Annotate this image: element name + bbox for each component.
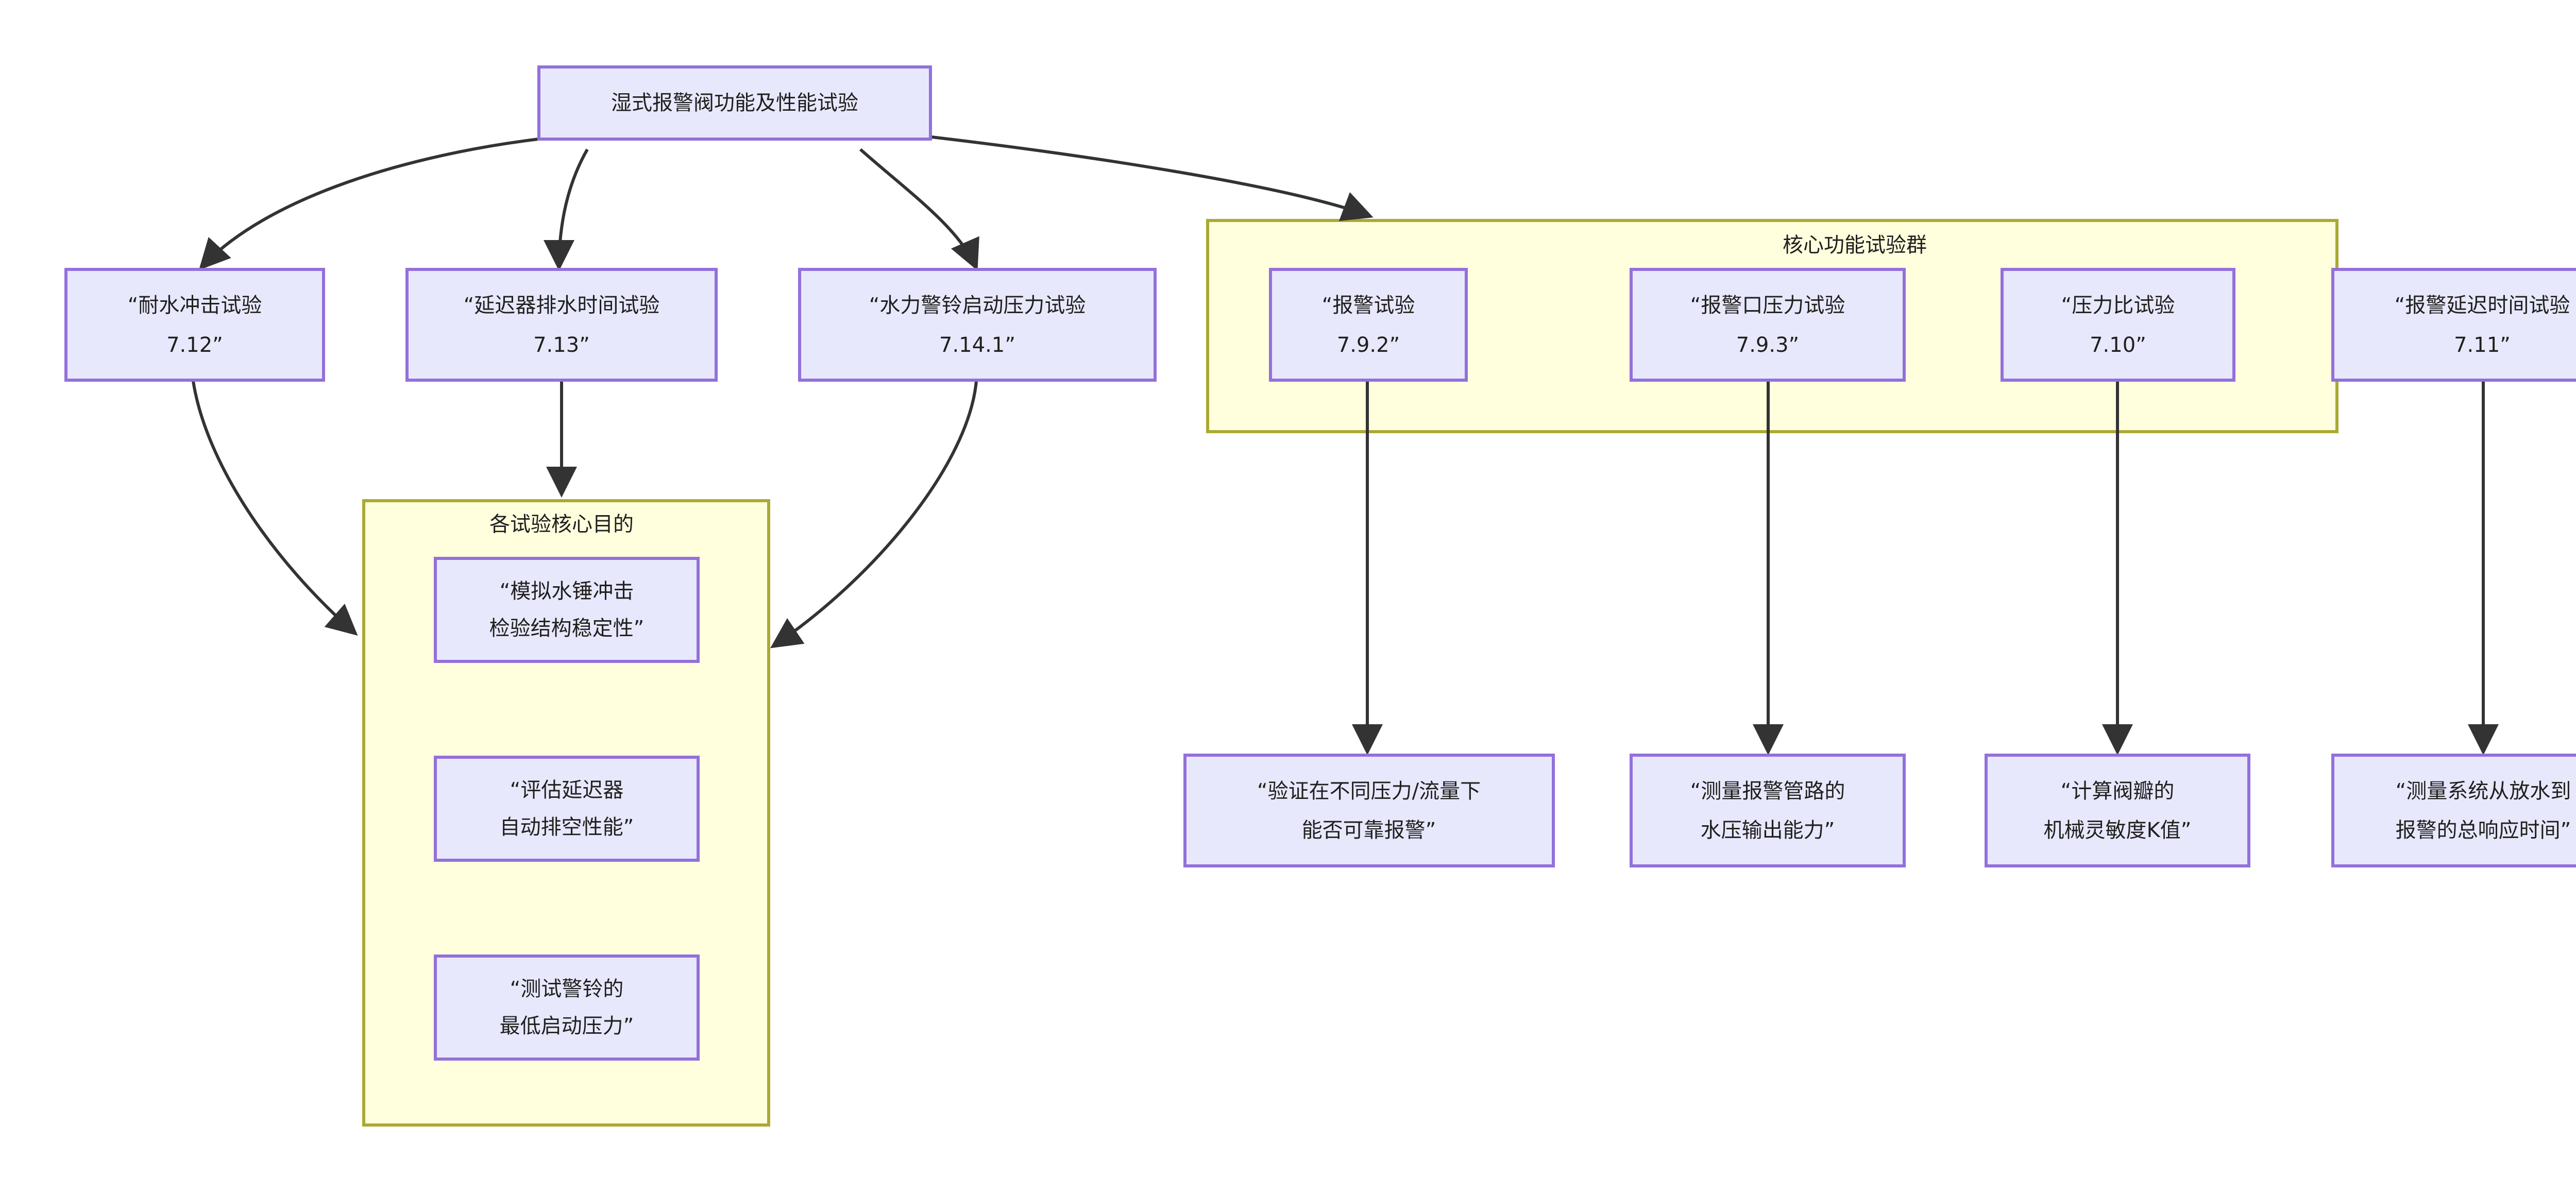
node-test-7-9-2[interactable]: “报警试验 7.9.2” — [1269, 268, 1468, 382]
node-t792-line-2: 7.9.2” — [1337, 333, 1400, 357]
cluster-core-label: 核心功能试验群 — [1783, 233, 1927, 257]
node-t7141-line-2: 7.14.1” — [939, 333, 1015, 357]
node-outcome-7-9-3[interactable]: “测量报警管路的 水压输出能力” — [1630, 754, 1906, 867]
node-purpose-7-13[interactable]: “评估延迟器 自动排空性能” — [434, 756, 700, 862]
node-o711-line-2: 报警的总响应时间” — [2396, 819, 2571, 842]
node-o711-rect[interactable] — [2331, 754, 2576, 867]
edge-root-to-t713 — [544, 148, 589, 271]
node-t7141-line-1: “水力警铃启动压力试验 — [869, 294, 1086, 317]
edge-root-to-cluster-core — [927, 135, 1374, 221]
node-o792-line-1: “验证在不同压力/流量下 — [1257, 779, 1481, 803]
node-purpose-7-12[interactable]: “模拟水锤冲击 检验结构稳定性” — [434, 557, 700, 663]
node-t792-rect[interactable] — [1269, 268, 1468, 382]
node-t712-line-2: 7.12” — [166, 333, 223, 357]
node-t712-rect[interactable] — [64, 268, 325, 382]
node-o792-line-2: 能否可靠报警” — [1302, 819, 1436, 842]
node-p713-rect[interactable] — [434, 756, 700, 862]
node-t710-line-1: “压力比试验 — [2061, 294, 2175, 317]
node-t793-rect[interactable] — [1630, 268, 1906, 382]
node-t792-line-1: “报警试验 — [1322, 294, 1415, 317]
node-p713-line-1: “评估延迟器 — [510, 778, 624, 802]
node-t711-rect[interactable] — [2331, 268, 2576, 382]
edge-t712-to-p712 — [192, 381, 358, 636]
node-t711-line-1: “报警延迟时间试验 — [2395, 294, 2570, 317]
node-t710-line-2: 7.10” — [2090, 333, 2146, 357]
node-t793-line-2: 7.9.3” — [1736, 333, 1800, 357]
node-o710-line-1: “计算阀瓣的 — [2061, 779, 2175, 803]
cluster-purpose-label: 各试验核心目的 — [489, 513, 634, 536]
node-test-7-9-3[interactable]: “报警口压力试验 7.9.3” — [1630, 268, 1906, 382]
node-o792-rect[interactable] — [1183, 754, 1555, 867]
node-o793-line-1: “测量报警管路的 — [1690, 779, 1845, 803]
node-p712-rect[interactable] — [434, 557, 700, 663]
node-o710-rect[interactable] — [1985, 754, 2250, 867]
node-test-7-12[interactable]: “耐水冲击试验 7.12” — [64, 268, 325, 382]
edge-group — [192, 135, 2499, 755]
node-purpose-7-14-1[interactable]: “测试警铃的 最低启动压力” — [434, 955, 700, 1061]
node-t713-line-2: 7.13” — [533, 333, 590, 357]
node-t711-line-2: 7.11” — [2454, 333, 2511, 357]
edge-t7141-to-p7141 — [770, 381, 978, 649]
node-test-7-10[interactable]: “压力比试验 7.10” — [2001, 268, 2235, 382]
node-o710-line-2: 机械灵敏度K值” — [2044, 819, 2192, 842]
node-t793-line-1: “报警口压力试验 — [1690, 294, 1845, 317]
node-outcome-7-10[interactable]: “计算阀瓣的 机械灵敏度K值” — [1985, 754, 2250, 867]
node-root[interactable]: 湿式报警阀功能及性能试验 — [537, 65, 932, 141]
node-outcome-7-9-2[interactable]: “验证在不同压力/流量下 能否可靠报警” — [1183, 754, 1555, 867]
node-p7141-rect[interactable] — [434, 955, 700, 1061]
node-test-7-14-1[interactable]: “水力警铃启动压力试验 7.14.1” — [798, 268, 1157, 382]
node-p712-line-2: 检验结构稳定性” — [489, 617, 645, 640]
edge-root-to-t712 — [198, 138, 539, 270]
node-root-rect[interactable] — [537, 65, 932, 141]
node-t713-line-1: “延迟器排水时间试验 — [464, 294, 660, 317]
node-p712-line-1: “模拟水锤冲击 — [500, 580, 634, 603]
node-p7141-line-1: “测试警铃的 — [510, 977, 624, 1001]
node-test-7-13[interactable]: “延迟器排水时间试验 7.13” — [405, 268, 718, 382]
node-t712-line-1: “耐水冲击试验 — [128, 294, 262, 317]
node-t7141-rect[interactable] — [798, 268, 1157, 382]
node-o793-rect[interactable] — [1630, 754, 1906, 867]
node-t713-rect[interactable] — [405, 268, 718, 382]
node-p7141-line-2: 最低启动压力” — [500, 1014, 634, 1038]
node-t710-rect[interactable] — [2001, 268, 2235, 382]
node-p713-line-2: 自动排空性能” — [500, 815, 634, 839]
node-root-line-1: 湿式报警阀功能及性能试验 — [611, 91, 858, 115]
node-test-7-11[interactable]: “报警延迟时间试验 7.11” — [2331, 268, 2576, 382]
node-o793-line-2: 水压输出能力” — [1701, 819, 1835, 842]
edge-root-to-t7141 — [859, 148, 979, 271]
node-o711-line-1: “测量系统从放水到 — [2396, 779, 2571, 803]
node-outcome-7-11[interactable]: “测量系统从放水到 报警的总响应时间” — [2331, 754, 2576, 867]
